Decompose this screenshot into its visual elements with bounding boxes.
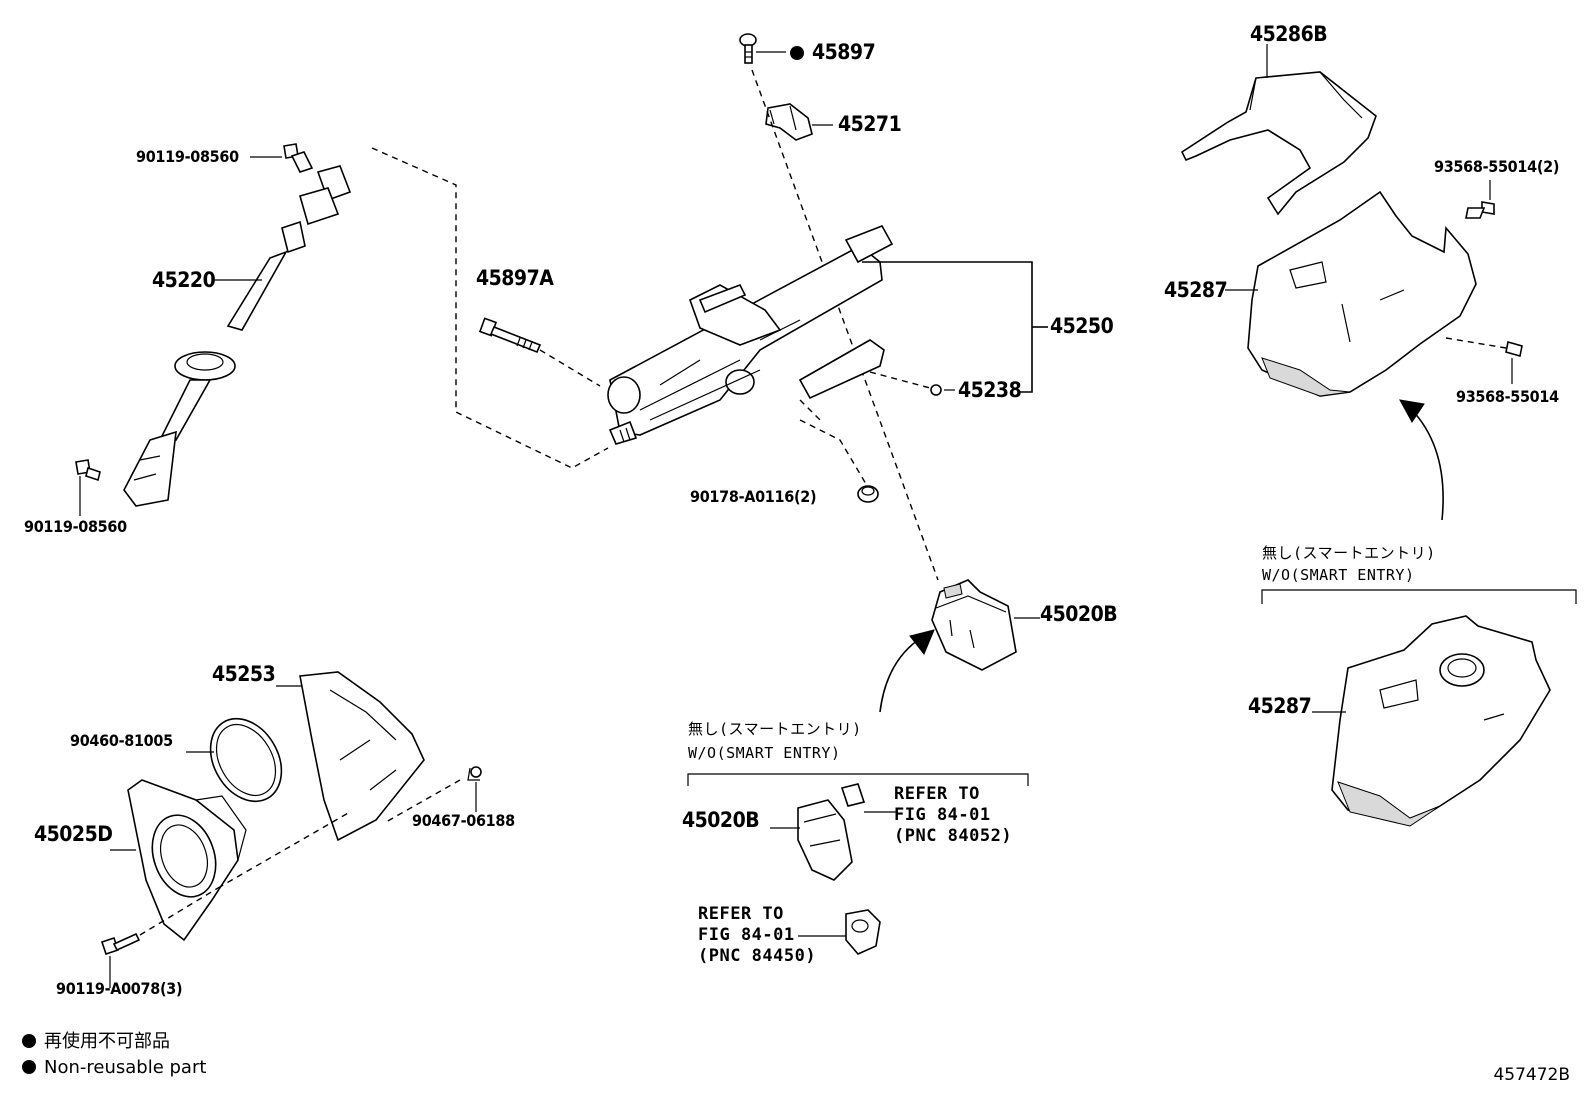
label-45238: 45238 [958, 378, 1022, 402]
label-90119-08560-bottom: 90119-08560 [24, 517, 127, 536]
refer-to-84052: REFER TO FIG 84-01 (PNC 84052) [894, 784, 1012, 847]
part-90119-A0078-bolt [100, 811, 351, 988]
part-90119-08560-top-bolt [250, 143, 314, 173]
part-45286B-upper-cover [1180, 71, 1377, 216]
note-wo-smart-entry-jp-right: 無し(スマートエントリ) [1262, 544, 1436, 562]
label-45025D: 45025D [34, 822, 113, 846]
part-45220-intermediate-shaft [123, 165, 352, 507]
label-90460-81005: 90460-81005 [70, 731, 173, 750]
part-45020B-housing-top [931, 579, 1040, 671]
label-90119-A0078-3: 90119-A0078(3) [56, 979, 183, 998]
part-45271-bracket [765, 103, 833, 141]
part-45020B-housing-bottom [770, 783, 896, 881]
label-45220: 45220 [152, 268, 216, 292]
part-90119-08560-bottom-bolt [75, 459, 101, 516]
label-45020B-top: 45020B [1040, 602, 1118, 626]
label-45287-bottom: 45287 [1248, 694, 1312, 718]
part-45253-column-cover [276, 671, 425, 842]
part-45238-clip [869, 371, 955, 396]
part-90178-A0116-nut [799, 399, 879, 503]
part-90467-06188-clip [385, 766, 482, 823]
part-45287-lower-cover-bottom [1312, 615, 1551, 827]
part-45897-bolt [739, 33, 786, 64]
note-wo-smart-entry-en-right: W/O(SMART ENTRY) [1262, 566, 1415, 584]
refer-to-84052-line2: FIG 84-01 [894, 805, 991, 825]
label-90178-A0116-2: 90178-A0116(2) [690, 487, 817, 506]
legend-dot-icon [22, 1034, 36, 1048]
label-45897A: 45897A [476, 266, 554, 290]
part-45250-steering-column [607, 225, 894, 445]
note-wo-smart-entry-jp-center: 無し(スマートエントリ) [688, 720, 862, 738]
arrow-center-variant [879, 629, 935, 713]
refer-to-84052-line3: (PNC 84052) [894, 826, 1013, 846]
label-90119-08560-top: 90119-08560 [136, 147, 239, 166]
note-wo-smart-entry-en-center: W/O(SMART ENTRY) [688, 744, 841, 762]
part-45025D-hole-cover [110, 779, 247, 942]
refer-to-84450-line2: FIG 84-01 [698, 925, 795, 945]
label-93568-55014-2: 93568-55014(2) [1434, 157, 1560, 176]
illustration-id: 457472B [1493, 1065, 1570, 1085]
legend-jp-text: 再使用不可部品 [44, 1031, 170, 1052]
label-45253: 45253 [212, 662, 276, 686]
label-45250: 45250 [1050, 314, 1114, 338]
refer-to-84450-line3: (PNC 84450) [698, 946, 817, 966]
non-reusable-dot-icon [790, 46, 804, 60]
label-90467-06188: 90467-06188 [412, 811, 515, 830]
part-45287-lower-cover-top [1225, 190, 1477, 397]
label-45287-top: 45287 [1164, 278, 1228, 302]
label-45020B-bottom: 45020B [682, 808, 760, 832]
label-93568-55014: 93568-55014 [1456, 387, 1559, 406]
part-93568-55014-2-screw [1465, 180, 1495, 219]
arrow-right-variant [1399, 399, 1444, 521]
part-45897A-bolt [478, 317, 601, 387]
label-45271: 45271 [838, 112, 902, 136]
part-key-switch [798, 909, 881, 955]
label-45897: 45897 [790, 42, 876, 63]
part-90460-81005-gasket [186, 717, 283, 803]
refer-to-84450: REFER TO FIG 84-01 (PNC 84450) [698, 904, 816, 967]
legend-en-text: Non-reusable part [44, 1057, 207, 1078]
legend-jp: 再使用不可部品 [22, 1032, 170, 1052]
label-45286B: 45286B [1250, 22, 1328, 46]
legend-dot-icon [22, 1060, 36, 1074]
legend-en: Non-reusable part [22, 1058, 206, 1078]
refer-to-84052-line1: REFER TO [894, 784, 980, 804]
refer-to-84450-line1: REFER TO [698, 904, 784, 924]
part-93568-55014-screw [1445, 337, 1523, 384]
